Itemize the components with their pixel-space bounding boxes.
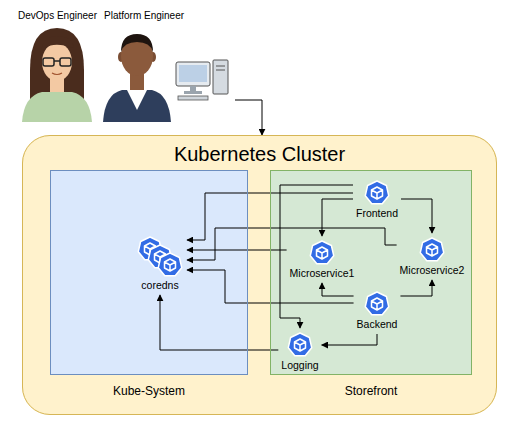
- service-icon-node: Backend: [354, 287, 401, 334]
- connector-arrow: [400, 280, 432, 296]
- region-fill: [270, 170, 472, 375]
- region-fill: [22, 135, 497, 415]
- connector-arrow: [160, 295, 278, 350]
- connector-arrow: [280, 185, 353, 328]
- connector-arrow: [322, 334, 377, 345]
- devops-engineer-figure: [22, 28, 92, 122]
- connector-arrow: [187, 228, 397, 260]
- computer-icon: [176, 60, 228, 100]
- kubernetes-icon: [363, 179, 391, 207]
- kubernetes-icon: [363, 290, 391, 318]
- service-label: coredns: [141, 279, 178, 292]
- connector-arrow: [187, 250, 287, 251]
- person-node: Platform Engineer: [100, 10, 235, 122]
- connector-arrow: [235, 100, 262, 135]
- connector-arrow: [322, 199, 353, 236]
- kubernetes-icon: [286, 331, 314, 359]
- connector-arrow: [401, 199, 432, 233]
- service-icon-node: coredns: [133, 232, 187, 295]
- role-label: DevOps Engineer: [15, 10, 100, 22]
- cluster-box: Kubernetes ClusterKube-SystemcorednsStor…: [22, 135, 497, 415]
- service-label: Logging: [281, 359, 318, 372]
- region-fill: [50, 170, 248, 375]
- person-node: DevOps Engineer: [15, 10, 100, 122]
- namespace-label: Storefront: [271, 384, 471, 398]
- service-label: Backend: [357, 318, 398, 331]
- service-icon-node: Microservice2: [397, 233, 468, 280]
- namespace-label: Kube-System: [51, 384, 247, 398]
- service-label: Microservice2: [400, 264, 465, 277]
- service-label: Frontend: [356, 207, 398, 220]
- kubernetes-icon: [308, 239, 336, 267]
- connector-arrow: [322, 283, 354, 296]
- service-icon-node: Frontend: [353, 176, 401, 223]
- service-icon-node: Logging: [278, 328, 321, 375]
- service-label: Microservice1: [290, 267, 355, 280]
- namespace-panel: Kube-Systemcoredns: [50, 170, 248, 375]
- role-label: Platform Engineer: [100, 10, 235, 22]
- cluster-title: Kubernetes Cluster: [23, 142, 496, 166]
- kubernetes-icon: [418, 236, 446, 264]
- service-icon-node: Microservice1: [287, 236, 358, 283]
- namespace-panel: StorefrontFrontendMicroservice1Microserv…: [270, 170, 472, 375]
- platform-engineer-figure: [103, 34, 171, 122]
- kubernetes-icon-stack: [136, 235, 184, 279]
